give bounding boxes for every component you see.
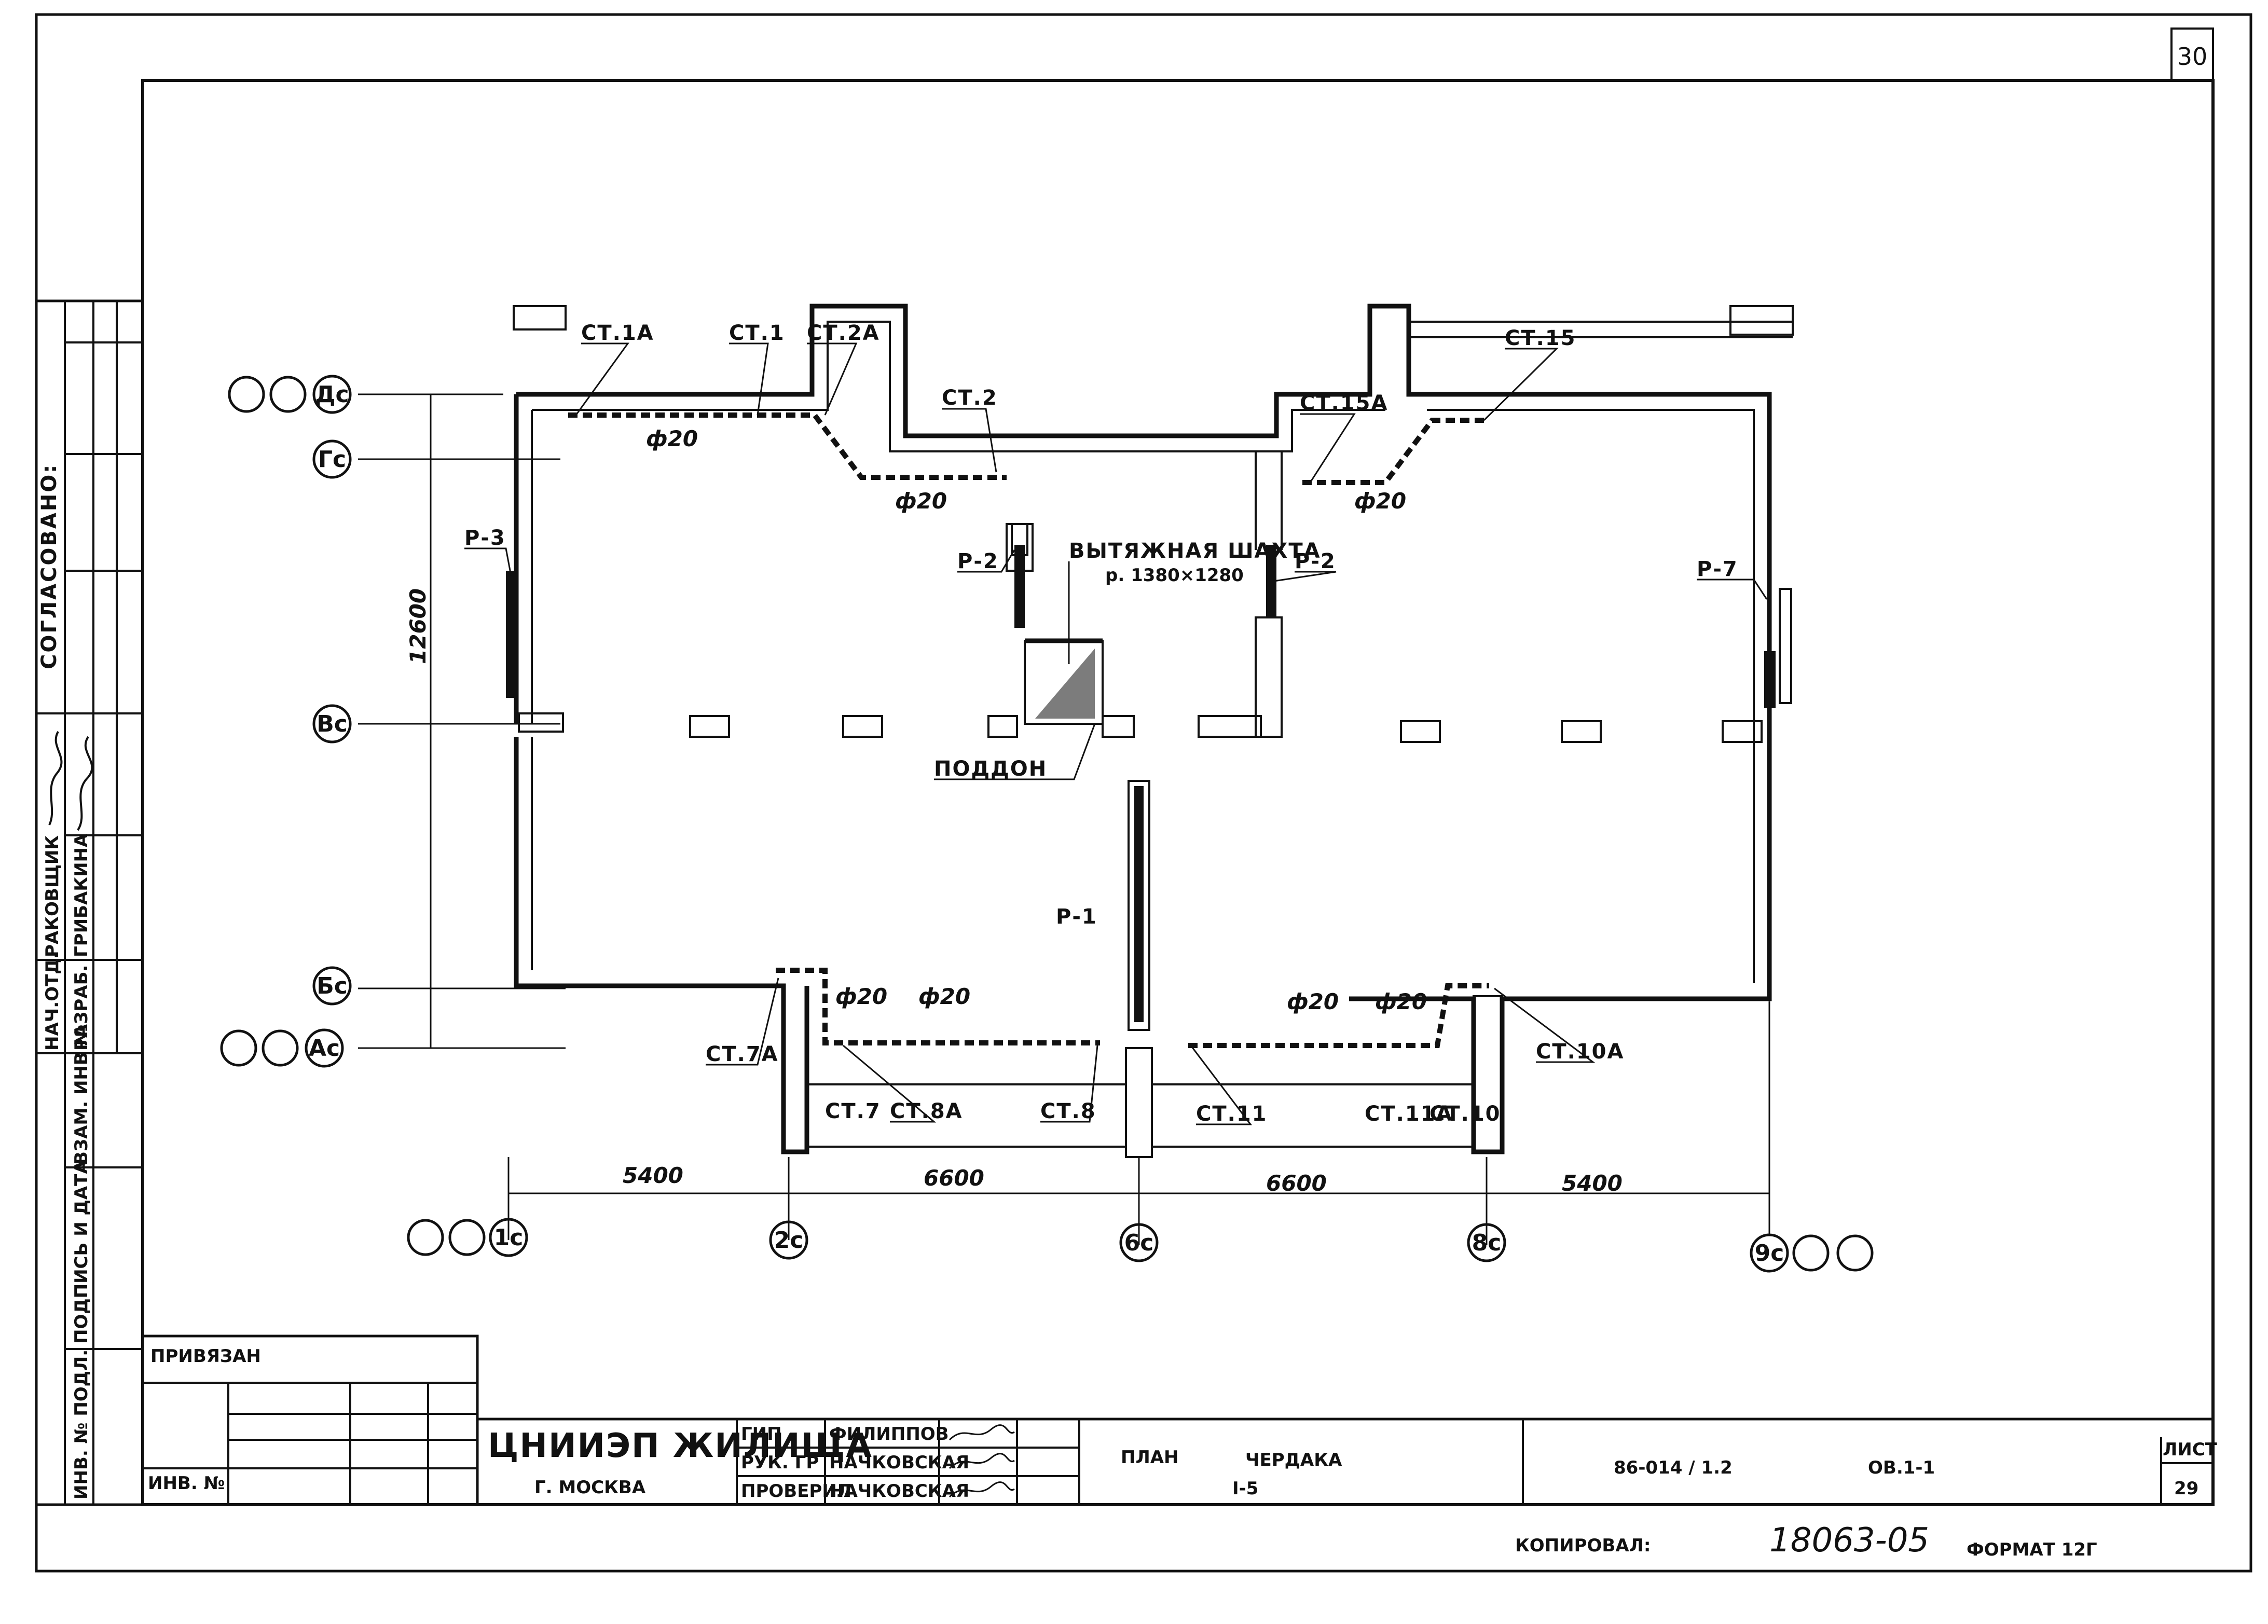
axis-9c: 9с xyxy=(1755,1240,1784,1267)
label-st15: СТ.15 xyxy=(1505,326,1576,350)
developer-name: ГРИБАКИНА xyxy=(71,833,92,957)
radiators xyxy=(506,545,1792,1031)
axis-1c: 1с xyxy=(494,1224,524,1251)
axis-bubbles-bottom xyxy=(407,1218,1874,1273)
axis-dc: Дс xyxy=(315,381,349,408)
sheet-number: 30 xyxy=(2177,43,2208,71)
developer-signature xyxy=(77,736,93,831)
axis-6c: 6с xyxy=(1124,1230,1154,1256)
label-st10: СТ.10 xyxy=(1429,1102,1501,1126)
label-p1: Р-1 xyxy=(1056,905,1097,929)
title-section: I-5 xyxy=(1232,1478,1258,1499)
shaft-title: ВЫТЯЖНАЯ ШАХТА xyxy=(1069,539,1321,563)
label-st11: СТ.11 xyxy=(1196,1102,1268,1126)
doc-mark: ОВ.1-1 xyxy=(1868,1457,1935,1478)
axis-ac: Ас xyxy=(309,1035,340,1062)
name-gip: ФИЛИППОВ xyxy=(829,1424,949,1444)
copied-number: 18063-05 xyxy=(1769,1521,1929,1560)
org-name: ЦНИИЭП ЖИЛИЩА xyxy=(488,1427,873,1465)
dim-height: 12600 xyxy=(405,588,431,664)
label-p2-left: Р-2 xyxy=(957,549,999,573)
label-st7a: СТ.7А xyxy=(706,1042,779,1066)
head-signature xyxy=(48,731,63,825)
developer-role: РАЗРАБ. xyxy=(71,965,92,1051)
head-name: РАКОВЩИК xyxy=(42,835,63,957)
label-st11a: СТ.11А xyxy=(1365,1102,1453,1126)
role-gip: ГИП xyxy=(741,1424,782,1444)
signature-checked xyxy=(949,1481,1015,1498)
title-attic: ЧЕРДАКА xyxy=(1245,1450,1342,1470)
signature-gip xyxy=(949,1424,1015,1441)
leader-lines xyxy=(464,342,1768,1125)
dia-1: ф20 xyxy=(646,426,698,451)
title-block xyxy=(141,1334,2215,1506)
grid-lines xyxy=(358,393,1770,1245)
label-st2: СТ.2 xyxy=(942,386,998,410)
building-walls xyxy=(513,304,1794,1158)
axis-bc: Бс xyxy=(317,973,348,999)
sheet-no: 29 xyxy=(2174,1478,2198,1499)
label-st8: СТ.8 xyxy=(1040,1099,1096,1123)
label-p7: Р-7 xyxy=(1697,557,1738,581)
axis-bubbles-left xyxy=(220,375,352,1068)
inv-orig-label: ИНВ. № ПОДЛ. xyxy=(71,1350,92,1499)
shaft-size: р. 1380×1280 xyxy=(1105,565,1244,586)
heating-pipes xyxy=(568,412,1489,1048)
signature-group-head xyxy=(949,1453,1015,1469)
agreed-label: СОГЛАСОВАНО: xyxy=(37,463,61,669)
dia-7: ф20 xyxy=(1375,989,1427,1014)
dia-6: ф20 xyxy=(1287,989,1339,1014)
label-st8a: СТ.8А xyxy=(890,1099,963,1123)
inv-no-label: ИНВ. № xyxy=(148,1473,225,1494)
axis-2c: 2с xyxy=(774,1227,804,1254)
axis-8c: 8с xyxy=(1472,1230,1502,1256)
title-plan: ПЛАН xyxy=(1121,1447,1178,1468)
name-group-head: НАЧКОВСКАЯ xyxy=(829,1452,969,1473)
sign-date-label: ПОДПИСЬ И ДАТА xyxy=(71,1160,92,1344)
label-st2a: СТ.2А xyxy=(807,321,880,345)
role-checked: ПРОВЕРИЛ xyxy=(741,1481,851,1502)
dim-span-3: 6600 xyxy=(1266,1171,1327,1196)
copied-label: КОПИРОВАЛ: xyxy=(1515,1535,1651,1556)
role-group-head: РУК. ГР xyxy=(741,1452,819,1473)
format-label: ФОРМАТ 12Г xyxy=(1967,1539,2097,1560)
label-st1a: СТ.1А xyxy=(581,321,654,345)
label-p2-right: Р-2 xyxy=(1295,549,1336,573)
interior-piers xyxy=(518,451,1763,743)
axis-vc: Вс xyxy=(317,711,348,737)
dia-3: ф20 xyxy=(1354,488,1406,514)
doc-code: 86-014 / 1.2 xyxy=(1614,1457,1733,1478)
bound-label: ПРИВЯЗАН xyxy=(150,1346,261,1367)
approval-strip xyxy=(35,299,144,1506)
label-st7: СТ.7 xyxy=(825,1099,881,1123)
dia-5: ф20 xyxy=(918,984,970,1009)
tray-label: ПОДДОН xyxy=(934,757,1047,781)
inv-replace-label: ВЗАМ. ИНВ № xyxy=(71,1024,92,1165)
label-st15a: СТ.15А xyxy=(1300,391,1388,415)
sheet-label: ЛИСТ xyxy=(2163,1439,2218,1460)
name-checked: НАЧКОВСКАЯ xyxy=(829,1481,969,1502)
label-st1: СТ.1 xyxy=(729,321,785,345)
org-city: Г. МОСКВА xyxy=(534,1477,646,1498)
pipe-diameter-labels: ф20 ф20 ф20 ф20 ф20 ф20 ф20 xyxy=(646,426,1427,1014)
dia-4: ф20 xyxy=(835,984,887,1009)
riser-labels: СТ.1А СТ.1 СТ.2А СТ.2 СТ.15А СТ.15 СТ.7А… xyxy=(464,321,1738,1126)
dim-span-4: 5400 xyxy=(1562,1171,1623,1196)
dim-span-2: 6600 xyxy=(924,1165,984,1191)
dia-2: ф20 xyxy=(895,488,947,514)
head-role: НАЧ.ОТД. xyxy=(42,952,63,1051)
dim-span-1: 5400 xyxy=(623,1163,683,1188)
axis-gc: Гс xyxy=(318,446,346,473)
exhaust-shaft xyxy=(1024,638,1104,725)
label-p3: Р-3 xyxy=(464,526,506,550)
